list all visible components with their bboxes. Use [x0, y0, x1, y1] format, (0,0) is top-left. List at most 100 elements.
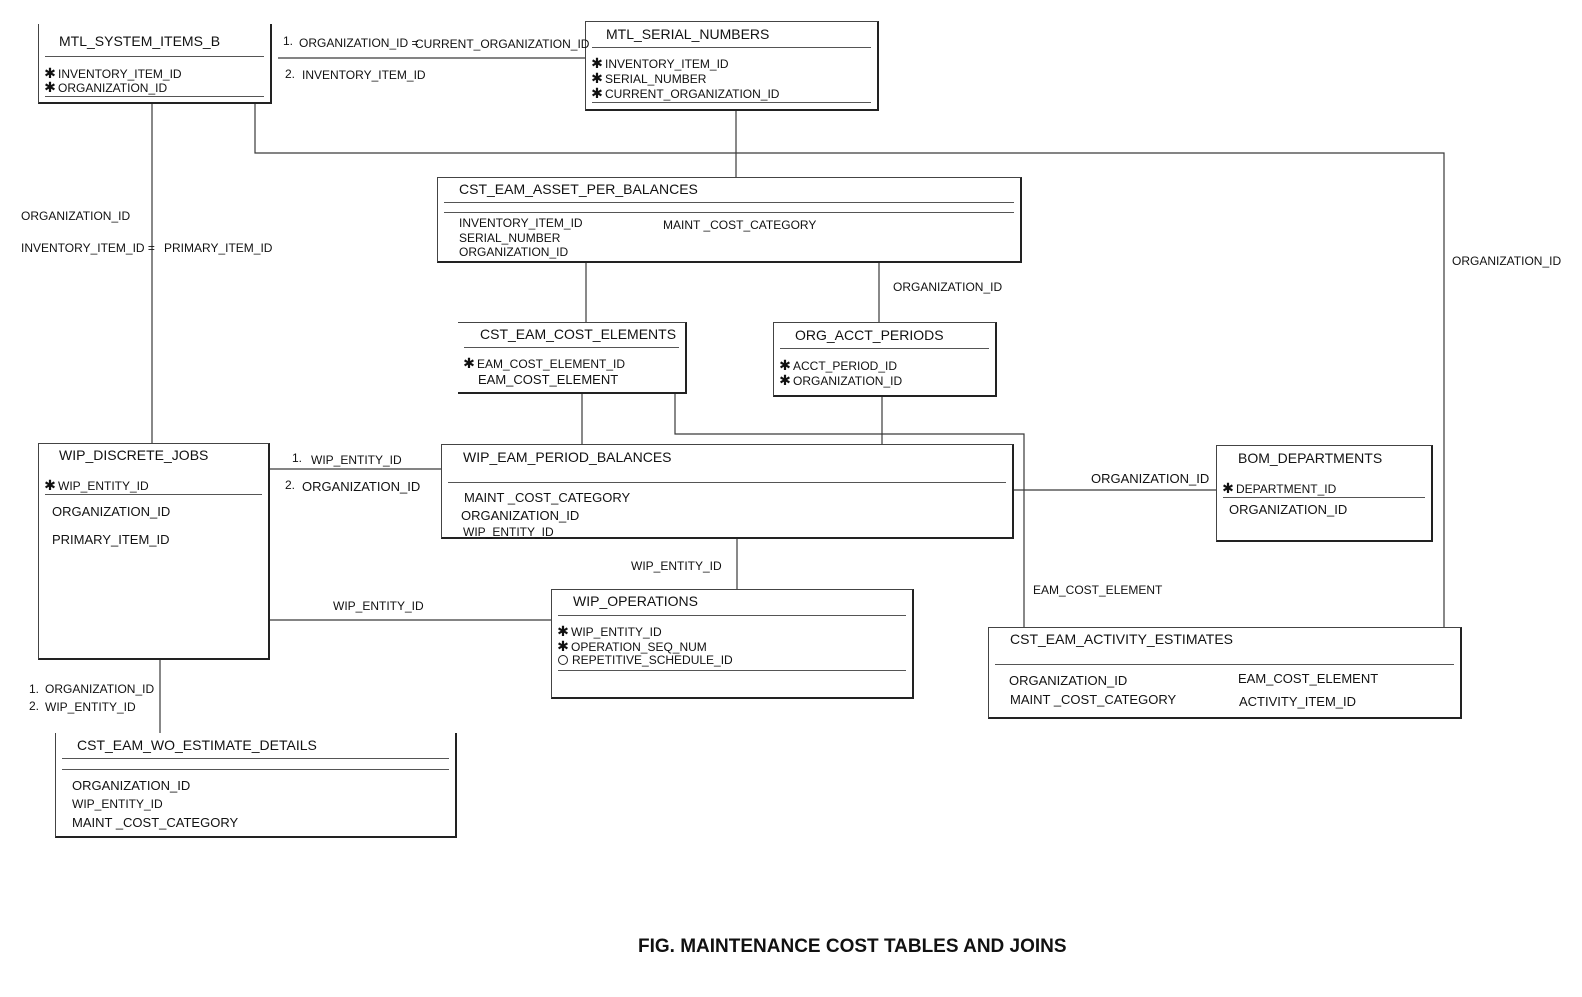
primary-key-asterisk-icon: ✱ [779, 357, 791, 373]
attribute-name: MAINT _COST_CATEGORY [1010, 692, 1177, 707]
entity-title: WIP_DISCRETE_JOBS [59, 447, 209, 463]
attribute-row: ✱ORGANIZATION_ID [778, 372, 902, 389]
entity-wip-eam-period-balances[interactable]: WIP_EAM_PERIOD_BALANCES MAINT _COST_CATE… [441, 444, 1014, 539]
divider [1223, 497, 1425, 498]
attribute-row: ✱EAM_COST_ELEMENT_ID [462, 355, 625, 372]
attribute-name: ORGANIZATION_ID [459, 245, 569, 259]
attribute-row: INVENTORY_ITEM_ID [459, 216, 583, 230]
join-line-items-activity [254, 104, 1445, 628]
attribute-row: ✱SERIAL_NUMBER [590, 70, 706, 87]
primary-key-asterisk-icon: ✱ [44, 477, 56, 493]
entity-title: WIP_OPERATIONS [573, 593, 698, 609]
divider [45, 96, 264, 97]
attribute-name: MAINT _COST_CATEGORY [464, 490, 631, 505]
join-label: WIP_ENTITY_ID [311, 453, 402, 467]
entity-cst-eam-cost-elements[interactable]: CST_EAM_COST_ELEMENTS ✱EAM_COST_ELEMENT_… [458, 322, 687, 394]
primary-key-asterisk-icon: ✱ [779, 372, 791, 388]
attribute-name: WIP_ENTITY_ID [571, 624, 662, 639]
join-label-number: 1. [29, 682, 40, 696]
attribute-name: ACTIVITY_ITEM_ID [1239, 694, 1357, 709]
attribute-row: SERIAL_NUMBER [459, 231, 560, 245]
join-label: INVENTORY_ITEM_ID = [21, 241, 155, 255]
entity-title: CST_EAM_ASSET_PER_BALANCES [459, 181, 698, 197]
attribute-row: ORGANIZATION_ID [461, 508, 579, 523]
attribute-name: CURRENT_ORGANIZATION_ID [605, 86, 780, 101]
divider [592, 102, 871, 103]
entity-cst-eam-wo-estimate-details[interactable]: CST_EAM_WO_ESTIMATE_DETAILS ORGANIZATION… [55, 733, 457, 838]
figure-caption: FIG. MAINTENANCE COST TABLES AND JOINS [638, 936, 1067, 957]
optional-circle-icon [558, 655, 568, 665]
attribute-row: MAINT _COST_CATEGORY [663, 218, 816, 232]
attribute-name: ORGANIZATION_ID [52, 504, 171, 519]
divider [558, 670, 906, 671]
entity-mtl-system-items-b[interactable]: MTL_SYSTEM_ITEMS_B ✱INVENTORY_ITEM_ID ✱O… [38, 24, 272, 104]
attribute-name: SERIAL_NUMBER [605, 71, 707, 86]
primary-key-asterisk-icon: ✱ [1222, 480, 1234, 496]
join-label: CURRENT_ORGANIZATION_ID [415, 37, 590, 51]
attribute-name: MAINT _COST_CATEGORY [663, 218, 817, 232]
divider [464, 347, 679, 348]
join-label: PRIMARY_ITEM_ID [164, 241, 273, 255]
divider [45, 56, 264, 57]
entity-title: MTL_SYSTEM_ITEMS_B [59, 33, 221, 49]
entity-org-acct-periods[interactable]: ORG_ACCT_PERIODS ✱ACCT_PERIOD_ID ✱ORGANI… [773, 322, 997, 397]
attribute-name: EAM_COST_ELEMENT [1238, 671, 1379, 686]
entity-title: WIP_EAM_PERIOD_BALANCES [463, 449, 672, 465]
attribute-row: ✱OPERATION_SEQ_NUM [556, 638, 707, 655]
primary-key-asterisk-icon: ✱ [591, 70, 603, 86]
attribute-row: ACTIVITY_ITEM_ID [1239, 694, 1356, 709]
entity-bom-departments[interactable]: BOM_DEPARTMENTS ✱DEPARTMENT_ID ORGANIZAT… [1216, 445, 1433, 542]
join-label-number: 2. [285, 478, 296, 492]
entity-wip-operations[interactable]: WIP_OPERATIONS ✱WIP_ENTITY_ID ✱OPERATION… [551, 589, 914, 699]
attribute-row: MAINT _COST_CATEGORY [72, 815, 238, 830]
join-line-elements-activity [674, 393, 1025, 628]
attribute-row: REPETITIVE_SCHEDULE_ID [556, 653, 733, 667]
attribute-row: ✱INVENTORY_ITEM_ID [43, 65, 182, 82]
attribute-name: INVENTORY_ITEM_ID [605, 56, 729, 71]
attribute-row: ✱WIP_ENTITY_ID [43, 477, 149, 494]
divider [62, 758, 449, 759]
attribute-name: OPERATION_SEQ_NUM [571, 639, 707, 654]
primary-key-asterisk-icon: ✱ [591, 85, 603, 101]
entity-cst-eam-asset-per-balances[interactable]: CST_EAM_ASSET_PER_BALANCES INVENTORY_ITE… [437, 177, 1022, 263]
divider [558, 615, 906, 616]
primary-key-asterisk-icon: ✱ [463, 355, 475, 371]
divider [45, 494, 262, 495]
attribute-name: INVENTORY_ITEM_ID [459, 216, 583, 230]
join-label: ORGANIZATION_ID [45, 682, 155, 696]
join-label-number: 2. [285, 67, 296, 81]
attribute-row: ORGANIZATION_ID [52, 504, 170, 519]
attribute-name: INVENTORY_ITEM_ID [58, 66, 182, 81]
attribute-row: WIP_ENTITY_ID [72, 797, 163, 811]
join-label: ORGANIZATION_ID [21, 209, 131, 223]
entity-title: ORG_ACCT_PERIODS [795, 327, 944, 343]
attribute-row: ✱INVENTORY_ITEM_ID [590, 55, 729, 72]
entity-title: CST_EAM_ACTIVITY_ESTIMATES [1010, 631, 1234, 647]
attribute-name: PRIMARY_ITEM_ID [52, 532, 170, 547]
divider [444, 212, 1014, 213]
attribute-row: ✱WIP_ENTITY_ID [556, 623, 662, 640]
attribute-name: WIP_ENTITY_ID [72, 797, 163, 811]
join-label: EAM_COST_ELEMENT [1033, 583, 1163, 597]
primary-key-asterisk-icon: ✱ [557, 623, 569, 639]
attribute-row: ✱ACCT_PERIOD_ID [778, 357, 897, 374]
attribute-name: ORGANIZATION_ID [72, 778, 191, 793]
attribute-row: PRIMARY_ITEM_ID [52, 532, 170, 547]
attribute-row: ✱DEPARTMENT_ID [1221, 480, 1336, 497]
divider [995, 664, 1454, 665]
attribute-row: ORGANIZATION_ID [1009, 673, 1127, 688]
attribute-name: ORGANIZATION_ID [793, 373, 903, 388]
join-label: ORGANIZATION_ID [1452, 254, 1562, 268]
attribute-row: ORGANIZATION_ID [72, 778, 190, 793]
entity-wip-discrete-jobs[interactable]: WIP_DISCRETE_JOBS ✱WIP_ENTITY_ID ORGANIZ… [38, 443, 270, 660]
entity-title: BOM_DEPARTMENTS [1238, 450, 1383, 466]
join-line-asset-periods [867, 261, 880, 322]
entity-mtl-serial-numbers[interactable]: MTL_SERIAL_NUMBERS ✱INVENTORY_ITEM_ID ✱S… [585, 21, 879, 111]
attribute-name: ORGANIZATION_ID [58, 80, 168, 95]
join-label: ORGANIZATION_ID [893, 280, 1003, 294]
entity-cst-eam-activity-estimates[interactable]: CST_EAM_ACTIVITY_ESTIMATES ORGANIZATION_… [988, 627, 1462, 719]
primary-key-asterisk-icon: ✱ [557, 638, 569, 654]
attribute-row: EAM_COST_ELEMENT [1238, 671, 1378, 686]
entity-title: MTL_SERIAL_NUMBERS [606, 26, 770, 42]
divider [448, 482, 1006, 483]
